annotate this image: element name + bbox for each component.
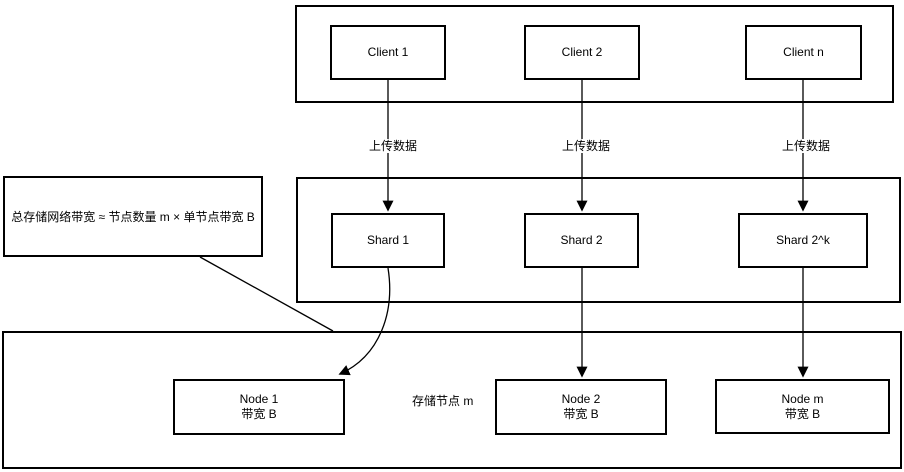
client-n-box: Client n (745, 25, 862, 80)
node-2-box: Node 2 带宽 B (495, 379, 667, 435)
shard-2k-label: Shard 2^k (776, 233, 830, 247)
client-n-label: Client n (783, 45, 824, 59)
client-1-box: Client 1 (330, 25, 446, 80)
shard-1-label: Shard 1 (366, 233, 410, 247)
node-2-label: Node 2 (561, 392, 601, 406)
node-m-label: Node m (781, 391, 824, 406)
upload-data-label-3: 上传数据 (780, 139, 832, 153)
storage-nodes-group-label: 存储节点 m (412, 394, 474, 408)
node-m-bandwidth: 带宽 B (784, 406, 821, 421)
bandwidth-annotation: 总存储网络带宽 ≈ 节点数量 m × 单节点带宽 B (3, 176, 263, 257)
upload-data-label-1: 上传数据 (367, 139, 419, 153)
node-2-bandwidth: 带宽 B (563, 407, 599, 421)
shard-2-box: Shard 2 (524, 213, 639, 268)
node-1-label: Node 1 (239, 392, 279, 406)
node-1-bandwidth: 带宽 B (241, 407, 277, 421)
shard-1-box: Shard 1 (331, 213, 445, 268)
client-1-label: Client 1 (367, 45, 409, 59)
client-2-label: Client 2 (561, 45, 603, 59)
shard-2k-box: Shard 2^k (738, 213, 868, 268)
node-1-box: Node 1 带宽 B (173, 379, 345, 435)
client-2-box: Client 2 (524, 25, 640, 80)
upload-data-label-2: 上传数据 (560, 139, 612, 153)
shard-2-label: Shard 2 (560, 233, 603, 247)
node-m-box: Node m 带宽 B (715, 379, 890, 434)
